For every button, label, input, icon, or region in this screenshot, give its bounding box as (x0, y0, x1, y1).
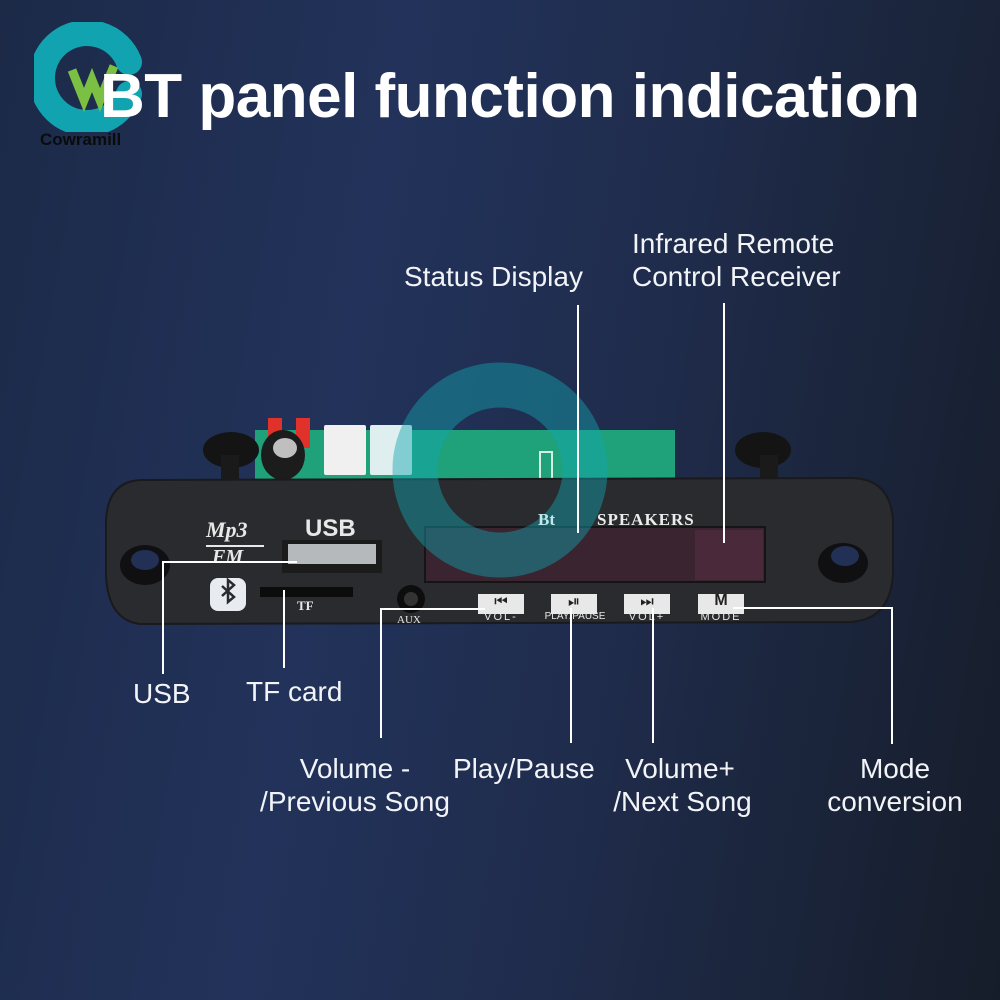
mode-icon: M (714, 592, 728, 609)
tf-slot-label: TF (297, 598, 314, 613)
mode-label-line1: Mode (859, 753, 931, 784)
mode-leader-horizontal (733, 607, 893, 609)
vol-plus-leader (652, 608, 654, 743)
vol-minus-leader-horizontal (380, 608, 485, 610)
pcb-board (255, 430, 675, 485)
display-speakers-text: SPEAKERS (597, 510, 695, 529)
brand-name: Cowramill (40, 130, 122, 149)
mode-label-line2: conversion (827, 786, 963, 817)
tf-leader (283, 590, 285, 668)
play-pause-leader (570, 608, 572, 743)
vol-plus-label: VOL+ (628, 611, 666, 623)
mode-button (698, 594, 744, 614)
volume-minus-label-line1: Volume - (299, 753, 411, 784)
screw-left (203, 432, 259, 468)
page-title: BT panel function indication (100, 62, 920, 131)
mode-leader-vertical (891, 607, 893, 744)
ir-receiver-label-line1: Infrared Remote (632, 228, 835, 259)
white-connector (370, 425, 412, 475)
play-pause-button (551, 594, 597, 614)
usb-port-label: USB (305, 515, 356, 542)
usb-callout-label: USB (133, 678, 191, 709)
display-brand-text: Bt (538, 510, 555, 529)
ir-receiver-window (695, 530, 763, 580)
fm-text: FM (212, 546, 244, 568)
play-pause-label: PLAY/PAUSE (544, 611, 606, 622)
ir-receiver-label-line2: Control Receiver (632, 261, 841, 292)
play-pause-icon: ⏯ (567, 593, 580, 610)
tf-card-label: TF card (246, 676, 343, 707)
mp3-text: Mp3 (206, 517, 248, 542)
status-display-label: Status Display (404, 261, 583, 292)
white-connector (324, 425, 366, 475)
usb-leader-horizontal (162, 561, 297, 563)
brand-logo-icon (34, 22, 142, 132)
ir-receiver-leader (723, 303, 725, 543)
prev-icon: ⏮ (494, 593, 508, 610)
play-pause-callout-label: Play/Pause (453, 753, 595, 784)
vol-plus-button (624, 594, 670, 614)
usb-leader-vertical (162, 562, 164, 674)
tf-slot (260, 587, 353, 597)
watermark-logo-icon (392, 362, 608, 578)
vol-minus-leader-vertical (380, 608, 382, 738)
next-icon: ⏭ (640, 593, 654, 610)
mode-label: MODE (700, 611, 742, 623)
aux-label: AUX (397, 614, 421, 626)
vol-minus-button (478, 594, 524, 614)
volume-plus-label-line2: /Next Song (613, 786, 752, 817)
status-display-leader (577, 305, 579, 533)
volume-plus-label-line1: Volume+ (625, 753, 735, 784)
vol-minus-label: VOL- (484, 611, 518, 623)
volume-minus-label-line2: /Previous Song (260, 786, 450, 817)
